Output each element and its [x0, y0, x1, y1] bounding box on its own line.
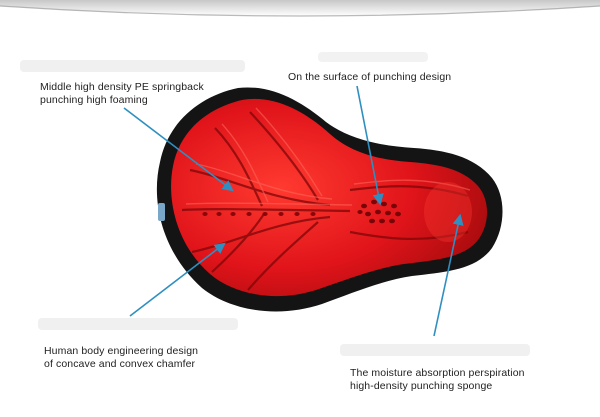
callout-ergonomic-design: Human body engineering design of concave… — [44, 345, 198, 371]
callout-pe-foam-line2: punching high foaming — [40, 94, 148, 106]
callout-moisture-sponge-line1: The moisture absorption perspiration — [350, 367, 525, 379]
arrow-top-left — [123, 107, 234, 192]
saddle-clip — [158, 203, 165, 221]
arrow-bottom-left — [129, 242, 226, 317]
arrow-top-right — [356, 85, 384, 206]
callout-pe-foam: Middle high density PE springback punchi… — [40, 81, 204, 107]
callout-punching-surface: On the surface of punching design — [288, 71, 451, 84]
emboss-ridges — [181, 111, 469, 291]
callout-moisture-sponge-line2: high-density punching sponge — [350, 380, 493, 392]
callout-ergonomic-design-line1: Human body engineering design — [44, 345, 199, 357]
center-holes — [202, 212, 316, 216]
callout-pe-foam-line1: Middle high density PE springback — [40, 81, 204, 93]
callout-punching-surface-line1: On the surface of punching design — [288, 71, 452, 83]
emboss-highlights — [185, 107, 471, 206]
callout-ergonomic-design-line2: of concave and convex chamfer — [44, 358, 196, 370]
arrow-bottom-right — [433, 213, 464, 337]
top-shadow-band — [0, 0, 600, 16]
callout-moisture-sponge: The moisture absorption perspiration hig… — [350, 367, 525, 393]
saddle-cover — [171, 98, 487, 297]
callout-arrows — [123, 85, 464, 337]
